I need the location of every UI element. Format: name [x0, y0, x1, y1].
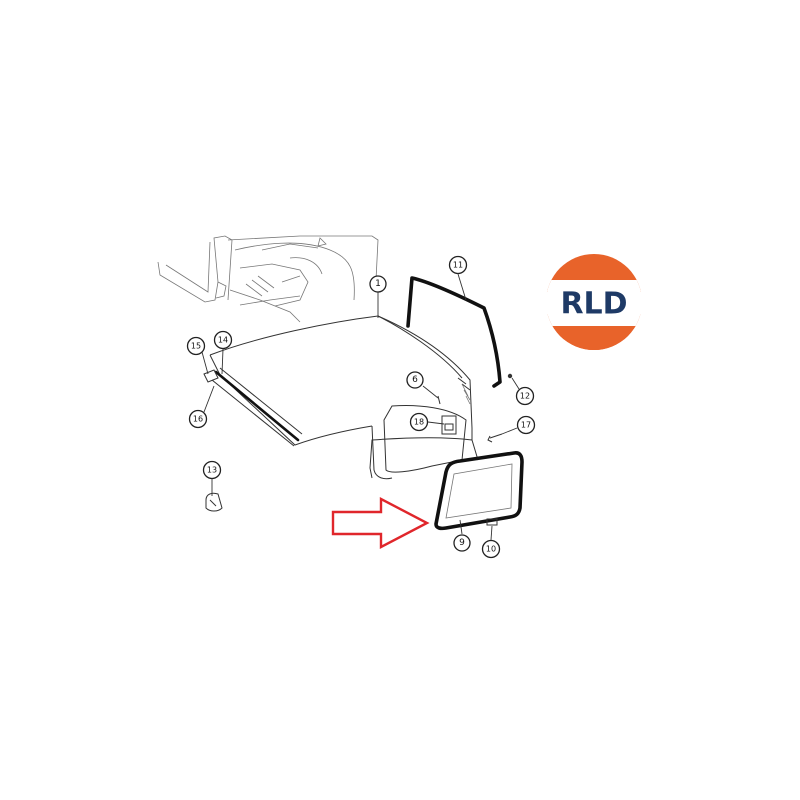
- callout-14: 14: [213, 330, 233, 350]
- callout-10: 10: [481, 539, 501, 559]
- hardtop-body: [209, 315, 479, 480]
- logo-text: RLD: [560, 287, 627, 322]
- callout-label: 6: [412, 375, 418, 385]
- fastener-part: [437, 395, 441, 405]
- latch-part: [441, 415, 457, 435]
- vehicle-body-outline: [157, 235, 379, 323]
- callout-9: 9: [453, 534, 471, 552]
- callout-label: 14: [218, 336, 228, 345]
- side-window-seal: [434, 451, 524, 531]
- callout-12: 12: [515, 386, 535, 406]
- callout-label: 1: [375, 279, 381, 289]
- pin-part: [487, 433, 503, 443]
- callout-label: 12: [520, 392, 530, 401]
- callout-label: 9: [459, 538, 465, 548]
- callout-1: 1: [369, 275, 387, 293]
- callout-6: 6: [406, 371, 424, 389]
- rld-logo: RLD: [538, 254, 650, 350]
- rear-window-seal: [406, 276, 502, 388]
- callout-label: 18: [414, 418, 424, 427]
- callout-label: 16: [193, 415, 203, 424]
- callout-18: 18: [409, 412, 429, 432]
- callout-15: 15: [186, 336, 206, 356]
- clip-part: [203, 369, 219, 383]
- leader-lines: [201, 273, 520, 541]
- callout-16: 16: [188, 409, 208, 429]
- callout-17: 17: [516, 415, 536, 435]
- side-rail-seal: [211, 367, 303, 447]
- screw-part: [507, 373, 513, 379]
- callout-label: 15: [191, 342, 201, 351]
- callout-11: 11: [448, 255, 468, 275]
- callout-label: 13: [207, 466, 217, 475]
- callout-label: 11: [453, 261, 463, 270]
- spacer-part: [486, 518, 498, 526]
- cap-part: [205, 492, 223, 512]
- callout-13: 13: [202, 460, 222, 480]
- callout-label: 17: [521, 421, 531, 430]
- red-arrow-icon: [331, 497, 430, 549]
- callout-label: 10: [486, 545, 496, 554]
